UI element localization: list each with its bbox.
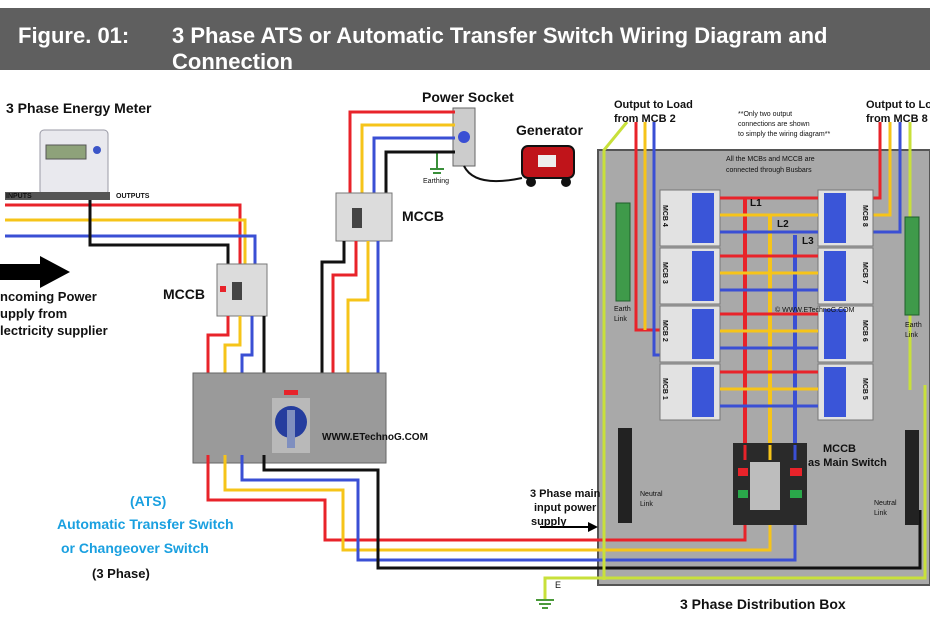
earth-link-right [904,216,920,316]
meter-outputs-label: OUTPUTS [116,193,150,200]
wire-blue [873,122,902,234]
main-mccb-label-2: as Main Switch [808,457,887,469]
note-2: connections are shown [738,121,810,128]
distribution-box-label: 3 Phase Distribution Box [680,596,846,612]
page-title: 3 Phase ATS or Automatic Transfer Switch… [172,23,828,74]
note-1: **Only two output [738,111,793,118]
ats-label-2: Automatic Transfer Switch [57,516,234,532]
mcb-8-label: MCB 8 [861,205,868,227]
incoming-text-1: ncoming Power [0,289,97,304]
wire-blue [652,122,660,357]
mcb-2-label: MCB 2 [661,320,668,342]
earth-wire [543,385,927,600]
wire-red [206,455,747,542]
main-input-label-1: 3 Phase main [530,488,601,500]
mcb-3-label: MCB 3 [661,262,668,284]
mccb-1 [216,263,268,317]
neutral-link-right-2: Link [874,510,887,517]
busbar-note-2: connected through Busbars [726,167,812,174]
earth-link-right-2: Link [905,332,918,339]
wire-black [384,150,455,195]
mccb-2 [335,192,393,242]
wire-red [5,203,242,265]
main-mccb-label-1: MCCB [823,443,856,455]
mcb-5-label: MCB 5 [861,378,868,400]
earth-link-right-1: Earth [905,322,922,329]
ats-switch [192,372,387,464]
generator [521,145,575,187]
note-3: to simply the wiring diagram** [738,131,831,138]
neutral-link-right-1: Neutral [874,500,897,507]
busbar-note-1: All the MCBs and MCCB are [726,156,815,163]
ats-label-3: or Changeover Switch [61,540,209,556]
incoming-text-2: upply from [0,306,68,321]
wire-yellow [873,122,892,217]
earth-link-left-1: Earth [614,306,631,313]
energy-meter-label: 3 Phase Energy Meter [6,100,152,116]
title-banner: Figure. 01: 3 Phase ATS or Automatic Tra… [0,8,930,74]
incoming-arrow [0,256,70,288]
neutral-link-left-2: Link [640,501,653,508]
neutral-link-right [905,430,919,525]
output-load-right-1: Output to Load [866,99,930,111]
wire-blue [240,455,797,562]
neutral-link-left-1: Neutral [640,491,663,498]
power-socket-label: Power Socket [422,89,514,105]
wire-blue [372,136,455,195]
wire-blue [5,234,257,265]
earthing-wire [436,151,453,168]
ats-label-4: (3 Phase) [92,566,150,581]
l3-label: L3 [802,236,814,247]
meter-inputs-label: INPUTS [6,193,32,200]
wire-yellow [346,241,370,400]
output-load-left-1: Output to Load [614,99,693,111]
earth-link-left [615,202,631,302]
wire-green [602,121,629,580]
l1-label: L1 [750,198,762,209]
wire-black [320,241,346,400]
earth-link-left-2: Link [614,316,627,323]
wire-red [873,122,882,200]
earthing-label: Earthing [423,178,450,185]
mcb-4-label: MCB 4 [661,205,668,227]
wire-black [88,200,230,265]
main-input-label-3: supply [531,516,567,528]
wire-yellow [5,218,247,265]
generator-cable [463,165,523,183]
ats-label-1: (ATS) [130,493,167,509]
wire-red [634,122,660,332]
output-load-left-2: from MCB 2 [614,113,676,125]
earth-e-label: E [555,580,562,590]
wire-red [331,241,358,400]
figure-label: Figure. 01: [18,23,130,48]
output-load-right-2: from MCB 8 [866,113,928,125]
energy-meter [5,129,110,200]
wire-yellow [360,123,455,195]
wire-red [348,110,455,195]
wire-yellow [223,455,772,552]
watermark-1: WWW.ETechnoG.COM [322,432,428,443]
mccb-1-label: MCCB [163,286,205,302]
incoming-text-3: lectricity supplier [0,323,108,338]
neutral-link-left [618,428,632,523]
generator-label: Generator [516,122,583,138]
main-input-label-2: input power [534,502,597,514]
mcb-6-label: MCB 6 [861,320,868,342]
wire-black [262,455,922,570]
mcb-bank-right [817,189,874,421]
l2-label: L2 [777,219,789,230]
watermark-2: © WWW.ETechnoG.COM [775,307,855,314]
mcb-bank-left [659,189,721,421]
wire-red [206,316,230,400]
mcb-1-label: MCB 1 [661,378,668,400]
mccb-2-label: MCCB [402,208,444,224]
mcb-7-label: MCB 7 [861,262,868,284]
power-socket [452,107,476,167]
